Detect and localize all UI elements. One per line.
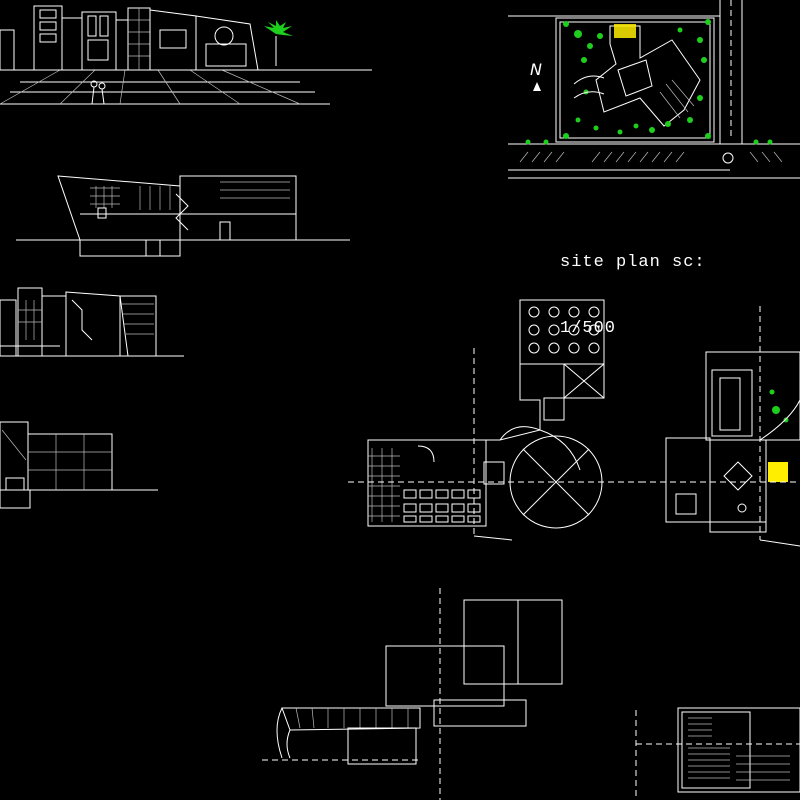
site-plan-caption-line2: 1/500 xyxy=(560,319,617,338)
elevation-b xyxy=(0,421,158,509)
service-floor-plan xyxy=(635,707,800,800)
trees xyxy=(525,19,773,145)
site-plan-caption-line1: site plan sc: xyxy=(560,253,706,272)
north-arrow-label: N xyxy=(530,60,542,79)
palm-tree xyxy=(264,20,293,66)
site-plan-caption: site plan sc: 1/500 xyxy=(560,208,706,362)
first-floor-plan xyxy=(640,306,800,547)
north-arrow-icon xyxy=(533,82,541,91)
human-figures xyxy=(90,80,106,105)
elevation-a xyxy=(0,287,184,357)
ground-floor-plan xyxy=(348,299,640,541)
perspective-view xyxy=(0,5,372,105)
upper-floor-plan xyxy=(262,588,563,800)
site-plan xyxy=(508,0,800,179)
building-section xyxy=(16,175,350,257)
